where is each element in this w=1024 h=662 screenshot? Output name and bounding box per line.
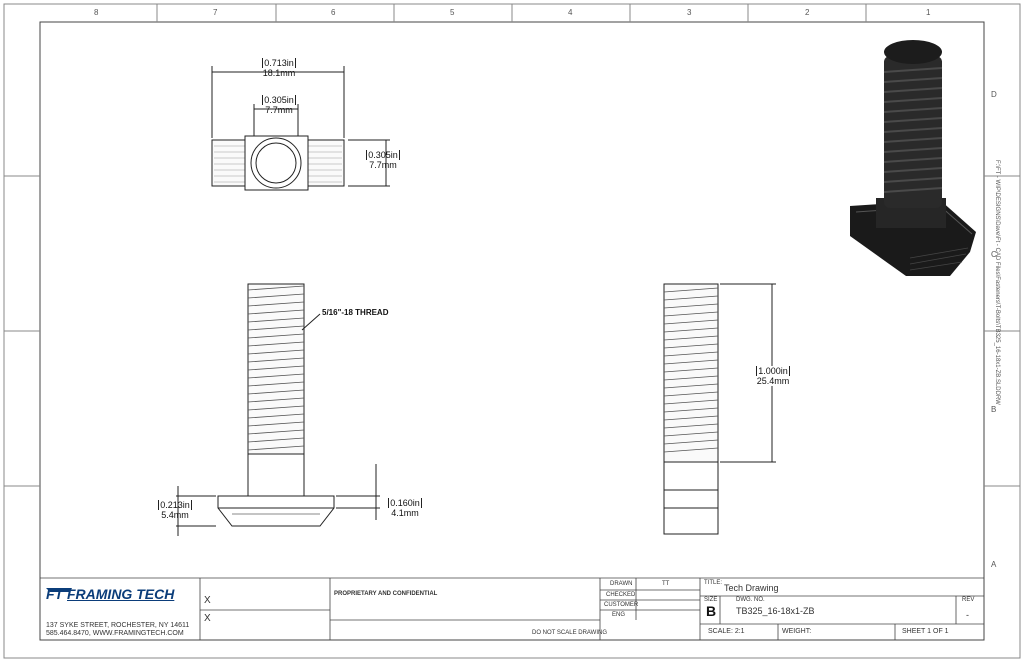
zone-4: 4	[568, 8, 573, 17]
thread-callout: 5/16"-18 THREAD	[322, 308, 389, 317]
dim-length-mm: 25.4mm	[756, 376, 790, 386]
company-name: FRAMING TECH	[67, 586, 175, 602]
drawing-title: Tech Drawing	[724, 583, 779, 593]
zone-2: 2	[805, 8, 810, 17]
dim-height-mm: 7.7mm	[369, 160, 397, 170]
weight: WEIGHT:	[782, 628, 812, 635]
inner-border	[39, 21, 985, 641]
dim-hole-in: 0.305in	[262, 95, 296, 105]
iso-view	[850, 40, 976, 276]
dim-length-in: 1.000in	[756, 366, 790, 376]
zone-3: 3	[687, 8, 692, 17]
zone-5: 5	[450, 8, 455, 17]
zone-d: D	[991, 90, 997, 99]
dwg-label: DWG. NO.	[736, 597, 765, 603]
zone-c: C	[991, 250, 997, 259]
zone-8: 8	[94, 8, 99, 17]
dim-step: 0.160in 4.1mm	[382, 498, 428, 518]
top-view	[211, 66, 390, 191]
dim-width-mm: 18.1mm	[262, 68, 296, 78]
dim-hole-mm: 7.7mm	[265, 105, 293, 115]
address-line: 137 SYKE STREET, ROCHESTER, NY 14611	[46, 622, 190, 629]
zone-6: 6	[331, 8, 336, 17]
outer-border	[3, 3, 1021, 659]
zone-1: 1	[926, 8, 931, 17]
scale: SCALE: 2:1	[708, 628, 745, 635]
zone-a: A	[991, 560, 997, 569]
proprietary-heading: PROPRIETARY AND CONFIDENTIAL	[334, 591, 438, 597]
company-logo: FT FRAMING TECH	[46, 586, 174, 602]
sheet-size: B	[706, 603, 717, 619]
dim-width: 0.713in 18.1mm	[254, 58, 304, 78]
dim-head-in: 0.213in	[158, 500, 192, 510]
no-scale-note: DO NOT SCALE DRAWING	[532, 630, 608, 636]
dim-height-in: 0.305in	[366, 150, 400, 160]
title-block	[40, 577, 984, 640]
dim-width-in: 0.713in	[262, 58, 296, 68]
company-address: 137 SYKE STREET, ROCHESTER, NY 14611 585…	[46, 622, 189, 638]
dim-hole: 0.305in 7.7mm	[254, 95, 304, 115]
logo-mark: FT	[46, 586, 64, 602]
dim-head-mm: 5.4mm	[161, 510, 189, 520]
side-view	[663, 283, 776, 535]
zone-b: B	[991, 405, 997, 414]
dim-step-mm: 4.1mm	[391, 508, 419, 518]
row-customer-label: CUSTOMER	[604, 602, 639, 608]
rev-label: REV	[962, 597, 975, 603]
dim-height: 0.305in 7.7mm	[360, 150, 406, 170]
logo-mark-shape	[46, 588, 72, 592]
front-view	[176, 283, 380, 536]
revision: -	[966, 610, 969, 620]
x-mark-2: X	[204, 613, 211, 624]
file-path: F:\FT - WIP\DESIGNS\Dave\Ft - CAD Files\…	[994, 160, 1000, 405]
drawing-number: TB325_16-18x1-ZB	[736, 606, 815, 616]
size-label: SIZE	[704, 597, 718, 603]
row-eng-label: ENG	[612, 612, 626, 618]
row-checked-label: CHECKED	[606, 592, 636, 598]
drawn-by: TT	[662, 581, 670, 587]
sheet-count: SHEET 1 OF 1	[902, 628, 949, 635]
x-mark-1: X	[204, 595, 211, 606]
dim-head: 0.213in 5.4mm	[152, 500, 198, 520]
row-drawn-label: DRAWN	[610, 581, 633, 587]
dim-step-in: 0.160in	[388, 498, 422, 508]
zone-7: 7	[213, 8, 218, 17]
dim-length: 1.000in 25.4mm	[750, 366, 796, 386]
contact-line: 585.464.8470, WWW.FRAMINGTECH.COM	[46, 630, 184, 637]
title-label: TITLE:	[704, 580, 723, 586]
